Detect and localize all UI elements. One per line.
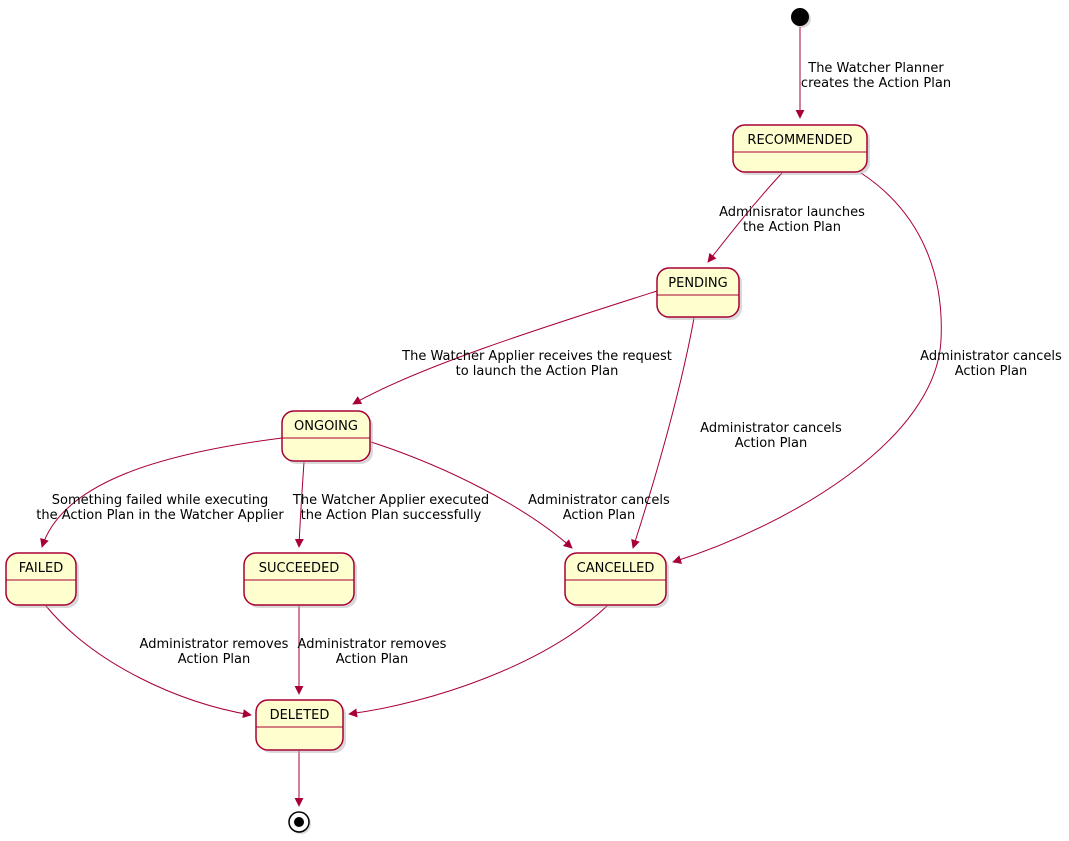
state-title-SUCCEEDED: SUCCEEDED [259,561,340,576]
state-SUCCEEDED: SUCCEEDED [243,552,357,608]
state-RECOMMENDED: RECOMMENDED [732,124,870,175]
state-box-DELETED [255,699,344,751]
state-box-ONGOING [281,410,371,462]
states-layer: RECOMMENDED PENDING ONGOING FAILED SUCCEEDED… [5,8,870,834]
state-DELETED: DELETED [255,699,346,753]
state-box-SUCCEEDED [243,552,355,606]
state-ONGOING: ONGOING [281,410,373,464]
edge-path-failed-to-deleted [45,605,252,719]
state-title-DELETED: DELETED [270,708,330,723]
edge-path-cancelled-to-deleted [348,605,608,718]
state-FAILED: FAILED [5,552,79,608]
state-title-CANCELLED: CANCELLED [577,561,655,576]
final-state-inner-icon [294,817,304,827]
edge-path-ongoing-to-cancelled [370,441,573,549]
initial-state-icon [791,8,809,26]
state-PENDING: PENDING [656,267,742,320]
state-title-ONGOING: ONGOING [294,419,358,434]
state-box-CANCELLED [564,552,667,606]
state-box-RECOMMENDED [732,124,868,173]
edge-path-recommended-to-pending [707,172,783,263]
edge-cancelled-to-deleted [348,605,608,718]
edge-path-pending-to-ongoing [352,290,658,405]
state-title-RECOMMENDED: RECOMMENDED [747,133,852,148]
state-box-PENDING [656,267,740,318]
edge-path-ongoing-to-succeeded [294,461,305,548]
edge-path-ongoing-to-failed [40,437,283,548]
edge-pending-to-ongoing: The Watcher Applier receives the request… [352,290,672,405]
state-title-PENDING: PENDING [668,276,727,291]
state-box-FAILED [5,552,77,606]
edge-path-recommended-to-cancelled [672,172,942,564]
state-CANCELLED: CANCELLED [564,552,669,608]
state-title-FAILED: FAILED [19,561,63,576]
edge-label-pending-to-ongoing: The Watcher Applier receives the request… [401,349,672,379]
edge-path-pending-to-cancelled [631,317,695,549]
